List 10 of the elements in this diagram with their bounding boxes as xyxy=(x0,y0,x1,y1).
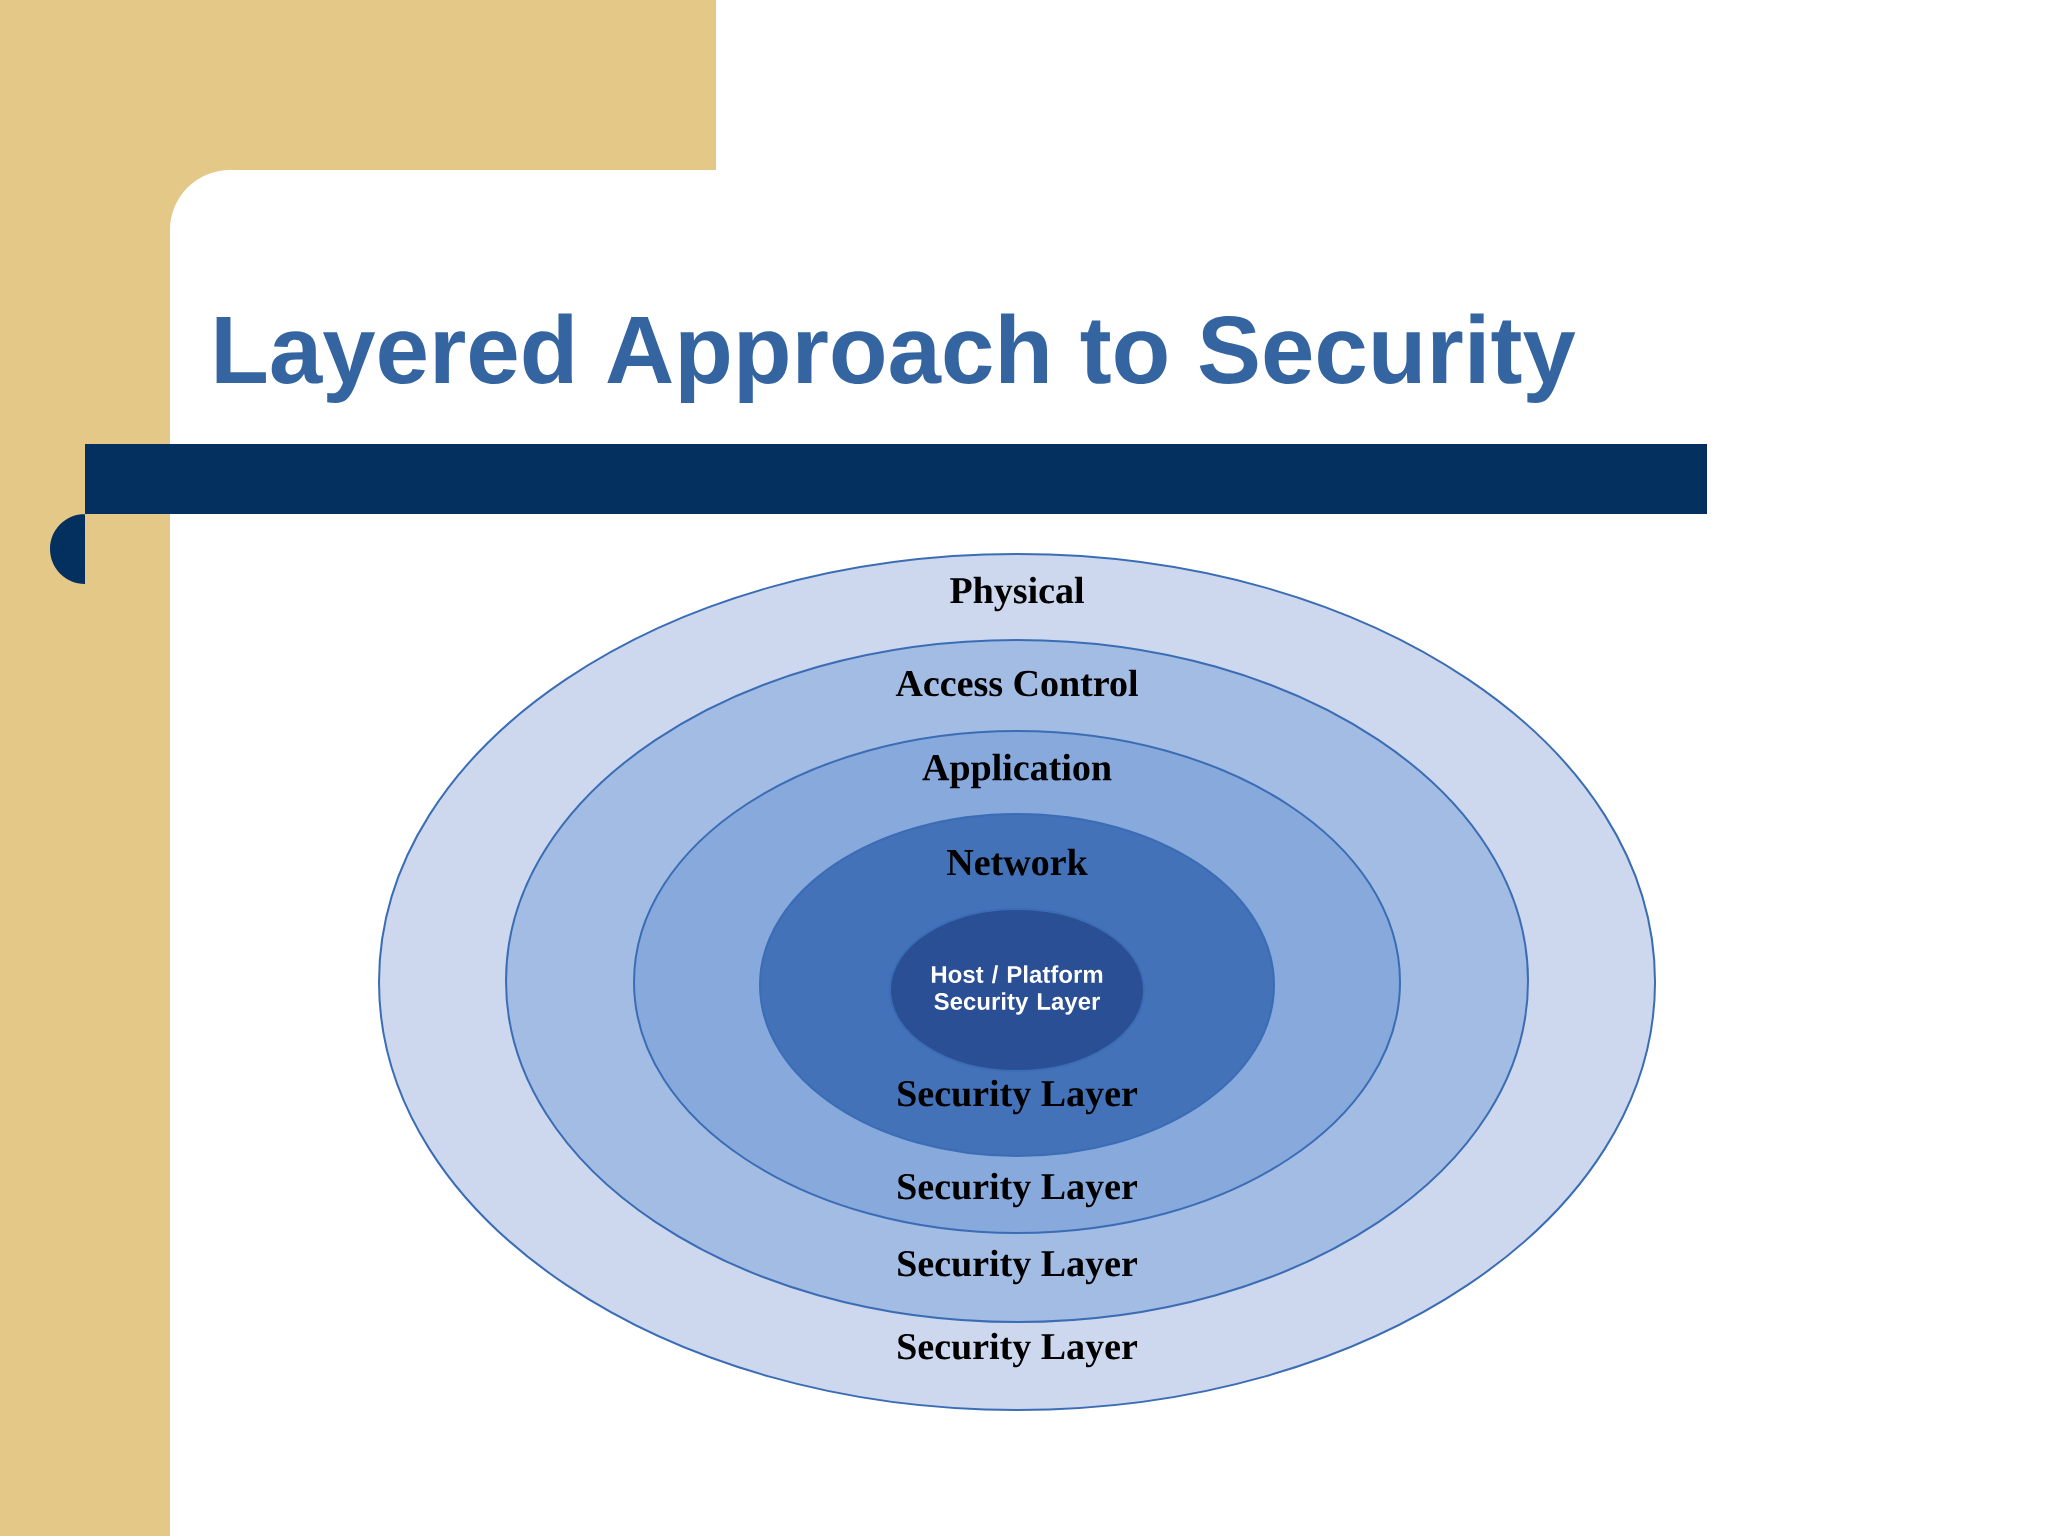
layer-label: Host / Platform Security Layer xyxy=(931,965,1103,1015)
layer-label: Security Layer xyxy=(898,1172,1138,1208)
layer-label: Application xyxy=(922,753,1112,789)
slide-title: Layered Approach to Security xyxy=(216,313,1576,403)
layer-label: Physical xyxy=(950,576,1084,612)
layer-label: Network xyxy=(947,848,1088,876)
layer-label: Access Control xyxy=(895,669,1138,697)
layer-label: Security Layer xyxy=(898,1249,1138,1285)
layer-label: Security Layer xyxy=(898,1079,1138,1115)
layer-label: Security Layer xyxy=(898,1332,1138,1368)
